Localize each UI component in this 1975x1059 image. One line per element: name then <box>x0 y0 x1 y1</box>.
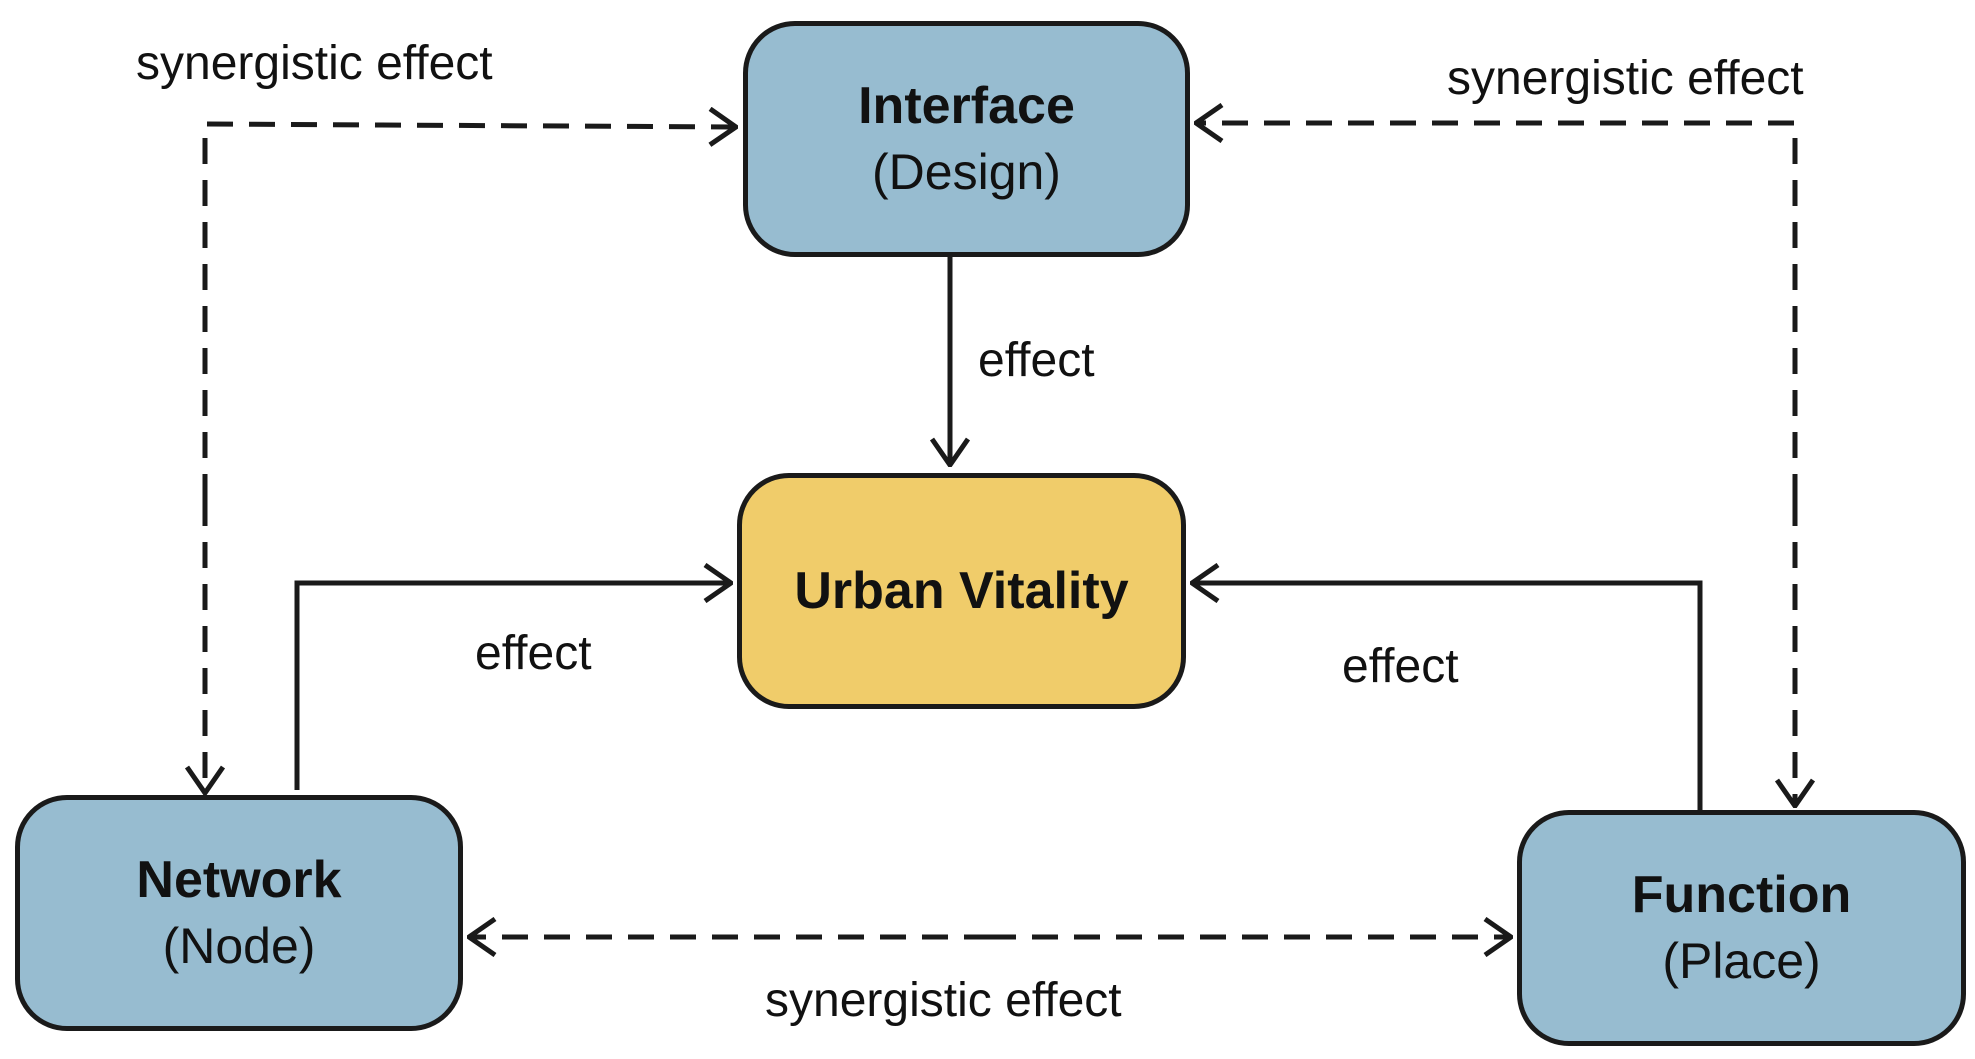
synergy-arrow-left-to-interface <box>202 124 736 500</box>
node-urban-vitality-title: Urban Vitality <box>794 562 1129 620</box>
node-network: Network (Node) <box>15 795 463 1031</box>
node-urban-vitality: Urban Vitality <box>737 473 1186 709</box>
node-interface-subtitle: (Design) <box>872 144 1061 200</box>
node-network-subtitle: (Node) <box>162 918 316 974</box>
effect-arrow-network-to-urban <box>294 583 731 790</box>
effect-label-network: effect <box>475 627 592 680</box>
synergy-label-top-right: synergistic effect <box>1447 52 1804 105</box>
effect-label-function: effect <box>1342 640 1459 693</box>
effect-arrow-function-to-urban <box>1192 583 1703 810</box>
node-interface: Interface (Design) <box>743 21 1190 257</box>
node-network-title: Network <box>136 851 342 909</box>
node-function-title: Function <box>1631 866 1852 924</box>
node-interface-title: Interface <box>858 77 1075 135</box>
node-function: Function (Place) <box>1517 810 1966 1046</box>
node-function-subtitle: (Place) <box>1662 933 1821 989</box>
synergy-arrow-right-to-interface <box>1196 123 1798 500</box>
effect-label-interface: effect <box>978 334 1095 387</box>
synergy-label-top-left: synergistic effect <box>136 37 493 90</box>
synergy-label-bottom: synergistic effect <box>765 974 1122 1027</box>
